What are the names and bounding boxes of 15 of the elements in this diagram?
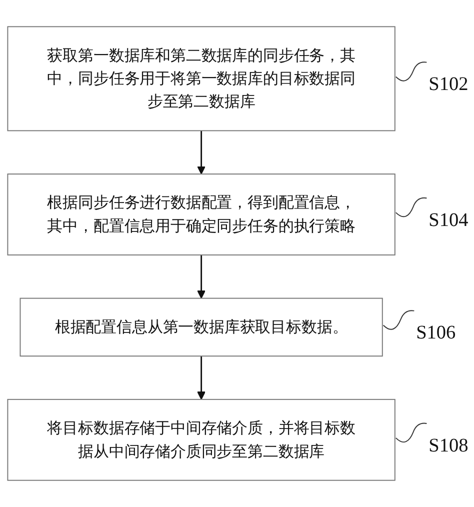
arrow (197, 254, 206, 299)
step-number: S108 (428, 435, 468, 456)
process-box (7, 398, 396, 481)
process-box (20, 298, 383, 357)
step-text: 根据配置信息从第一数据库获取目标数据。 (54, 316, 348, 338)
step-number: S104 (428, 210, 468, 232)
arrow (197, 130, 206, 174)
process-box (7, 26, 396, 132)
step-number: S106 (416, 322, 456, 344)
step-text: 将目标数据存储于中间存储介质，并将目标数据从中间存储介质同步至第二数据库 (46, 418, 356, 462)
step-text: 获取第一数据库和第二数据库的同步任务，其中，同步任务用于将第一数据库的目标数据同步至第二数据库 (46, 44, 356, 112)
arrow (197, 356, 206, 400)
step-number: S102 (428, 74, 468, 96)
process-box (7, 174, 396, 256)
step-text: 根据同步任务进行数据配置，得到配置信息，其中，配置信息用于确定同步任务的执行策略 (46, 192, 356, 237)
